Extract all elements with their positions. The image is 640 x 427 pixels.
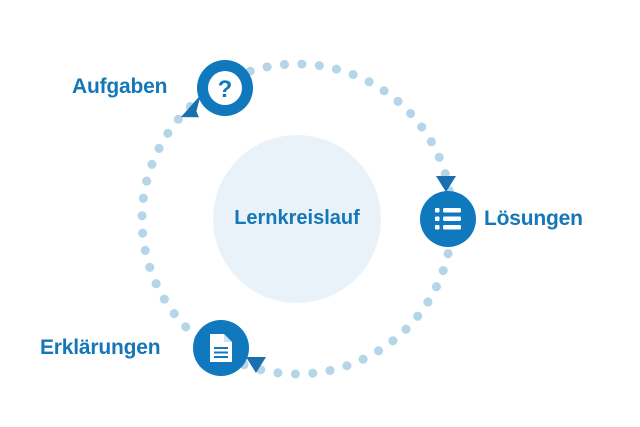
center-circle-background [213, 135, 381, 303]
node-label-aufgaben: Aufgaben [72, 75, 168, 98]
arrow-to-aufgaben [180, 94, 201, 118]
document-icon [210, 334, 232, 362]
question-mark-icon: ? [218, 76, 233, 103]
node-label-erklaerungen: Erklärungen [40, 336, 161, 359]
node-aufgaben-icon[interactable]: ? [197, 60, 253, 116]
list-icon [435, 208, 461, 230]
node-erklaerungen-icon[interactable] [193, 320, 249, 376]
center-label: Lernkreislauf [234, 207, 360, 229]
node-label-loesungen: Lösungen [484, 207, 583, 230]
question-icon-inner-circle [208, 71, 242, 105]
arrow-to-loesungen [436, 176, 456, 192]
node-loesungen-icon[interactable] [420, 191, 476, 247]
arrow-from-erklaerungen [246, 357, 266, 373]
